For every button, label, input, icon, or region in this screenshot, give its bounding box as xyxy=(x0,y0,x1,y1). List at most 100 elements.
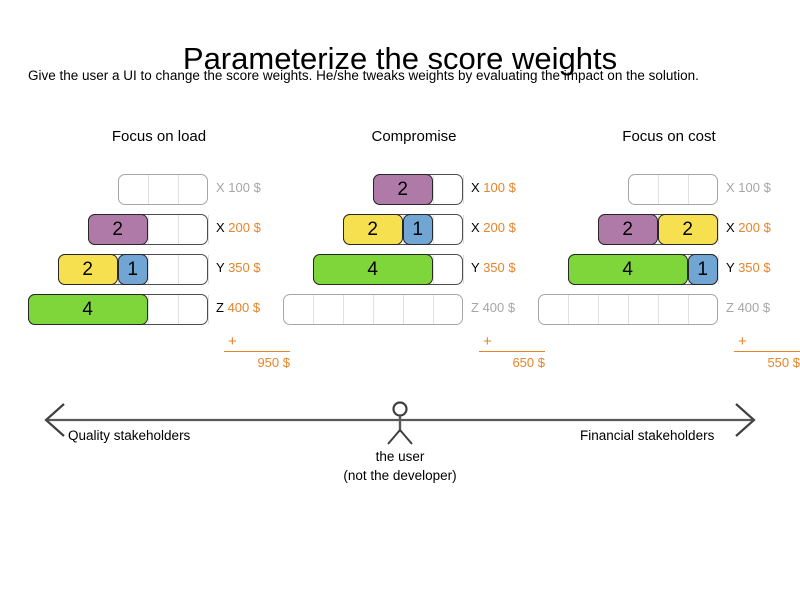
slider-cell[interactable] xyxy=(119,295,149,324)
slider-cell[interactable] xyxy=(689,295,719,324)
row-label-amount: 100 $ xyxy=(738,180,771,195)
row-label-amount: 400 $ xyxy=(227,300,261,315)
slider-cell[interactable] xyxy=(119,255,149,284)
row-label-letter: Y xyxy=(726,260,735,275)
slider-cell[interactable] xyxy=(179,295,209,324)
weight-segment[interactable]: 4 xyxy=(27,293,148,325)
slider-cell[interactable] xyxy=(539,295,569,324)
weight-segment[interactable]: 2 xyxy=(657,213,718,245)
slider-cell[interactable] xyxy=(659,295,689,324)
slider-cell[interactable] xyxy=(434,295,464,324)
slider-cell[interactable] xyxy=(404,175,434,204)
slider-cell[interactable] xyxy=(434,175,464,204)
weight-row: 4 Y 350 $ xyxy=(283,250,545,290)
slider-cell[interactable] xyxy=(374,295,404,324)
row-label-amount: 400 $ xyxy=(737,300,771,315)
weight-segment[interactable]: 1 xyxy=(402,213,433,245)
weight-row: Z 400 $ xyxy=(538,290,800,330)
row-label: Z 400 $ xyxy=(471,300,515,315)
plus-icon: + xyxy=(228,333,237,350)
total-divider xyxy=(479,351,545,352)
row-label-amount: 350 $ xyxy=(483,260,516,275)
slider-cell[interactable] xyxy=(149,295,179,324)
weight-slider-track[interactable] xyxy=(628,174,718,205)
stakeholder-axis: Quality stakeholders Financial stakehold… xyxy=(0,396,800,506)
weight-slider-track[interactable]: 2 xyxy=(87,213,209,245)
weight-slider-track[interactable]: 4 xyxy=(312,253,464,285)
row-label-letter: X xyxy=(471,220,480,235)
row-label: Z 400 $ xyxy=(726,300,770,315)
row-label: X 100 $ xyxy=(471,180,516,195)
slider-cell[interactable] xyxy=(434,215,464,244)
weight-slider-track[interactable]: 4 xyxy=(27,293,209,325)
axis-label-user-sub: (not the developer) xyxy=(343,468,457,483)
row-label: Z 400 $ xyxy=(216,300,260,315)
user-stick-figure-icon xyxy=(387,401,413,445)
weight-segment[interactable]: 1 xyxy=(687,253,718,285)
weight-segment[interactable]: 2 xyxy=(87,213,148,245)
weight-segment[interactable]: 1 xyxy=(117,253,148,285)
weight-slider-track[interactable] xyxy=(538,294,718,325)
slider-cell[interactable] xyxy=(434,255,464,284)
column-title: Focus on load xyxy=(111,128,207,145)
row-label-amount: 200 $ xyxy=(738,220,771,235)
total-value: 950 $ xyxy=(257,355,290,370)
slider-cell[interactable] xyxy=(179,175,209,204)
row-label-letter: X xyxy=(216,220,225,235)
row-label-amount: 350 $ xyxy=(228,260,261,275)
axis-label-user: the user xyxy=(375,449,425,464)
slider-cell[interactable] xyxy=(179,215,209,244)
slider-cell[interactable] xyxy=(629,295,659,324)
slider-cell[interactable] xyxy=(149,175,179,204)
slider-cell[interactable] xyxy=(119,215,149,244)
slider-cell[interactable] xyxy=(689,215,719,244)
slider-cell[interactable] xyxy=(404,215,434,244)
slider-cell[interactable] xyxy=(599,295,629,324)
row-label-letter: X xyxy=(216,180,225,195)
slider-cell[interactable] xyxy=(629,175,659,204)
weight-segment[interactable]: 2 xyxy=(342,213,403,245)
slider-cell[interactable] xyxy=(314,295,344,324)
weight-slider-track[interactable]: 2 xyxy=(372,173,464,205)
slider-cell[interactable] xyxy=(284,295,314,324)
slider-cell[interactable] xyxy=(689,175,719,204)
weight-segment[interactable]: 2 xyxy=(57,253,118,285)
page-title: Parameterize the score weights xyxy=(182,40,618,76)
axis-label-right: Financial stakeholders xyxy=(580,428,715,443)
weight-slider-track[interactable] xyxy=(118,174,208,205)
slider-cell[interactable] xyxy=(569,295,599,324)
slider-cell[interactable] xyxy=(404,295,434,324)
slider-cell[interactable] xyxy=(149,255,179,284)
row-label-amount: 400 $ xyxy=(482,300,516,315)
weight-segment[interactable]: 4 xyxy=(567,253,688,285)
row-label: X 200 $ xyxy=(726,220,771,235)
slider-cell[interactable] xyxy=(404,255,434,284)
slider-cell[interactable] xyxy=(179,255,209,284)
slider-cell[interactable] xyxy=(344,295,374,324)
slider-cell[interactable] xyxy=(119,175,149,204)
slider-cell[interactable] xyxy=(689,255,719,284)
row-label-letter: Y xyxy=(471,260,480,275)
slider-cell[interactable] xyxy=(659,175,689,204)
column-title: Compromise xyxy=(371,128,457,145)
axis-label-left: Quality stakeholders xyxy=(68,428,191,443)
weight-slider-track[interactable] xyxy=(283,294,463,325)
weight-row: Z 400 $ xyxy=(283,290,545,330)
weight-segment[interactable]: 4 xyxy=(312,253,433,285)
total-divider xyxy=(734,351,800,352)
slider-cell[interactable] xyxy=(149,215,179,244)
weight-segment[interactable]: 2 xyxy=(597,213,658,245)
row-label-letter: X xyxy=(726,220,735,235)
row-label-amount: 100 $ xyxy=(228,180,261,195)
weight-segment[interactable]: 2 xyxy=(372,173,433,205)
plus-icon: + xyxy=(483,333,492,350)
